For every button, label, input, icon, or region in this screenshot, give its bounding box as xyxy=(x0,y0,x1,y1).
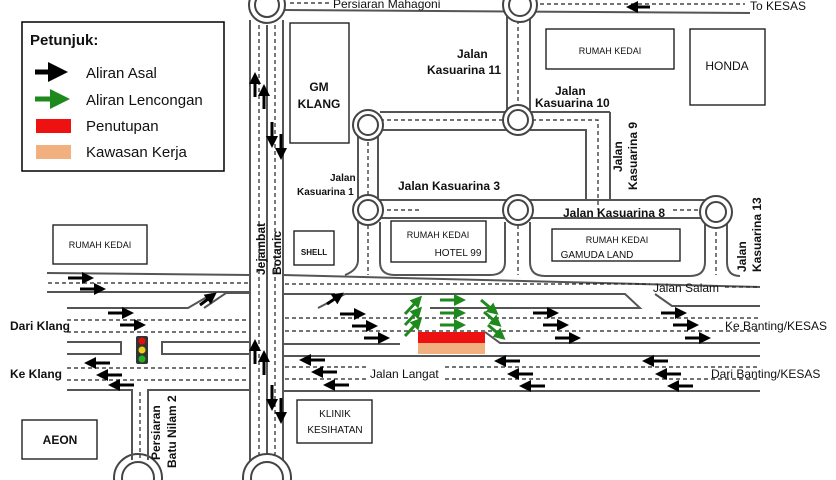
building-klinik-kesihatan xyxy=(296,399,373,444)
original-flow-arrows xyxy=(68,272,711,392)
legend-label: Penutupan xyxy=(86,118,159,135)
diversion-flow-arrows xyxy=(403,294,506,340)
road-label: Jalan xyxy=(555,84,586,98)
road-label: Botanic xyxy=(270,231,284,275)
road-kasuarina-network: Jalan Kasuarina 11 Jalan Kasuarina 10 Ja… xyxy=(297,12,764,277)
building-gamuda-land xyxy=(551,228,681,262)
building-label: AEON xyxy=(43,433,78,447)
building-label: RUMAH KEDAI xyxy=(579,46,642,56)
road-label: Kasuarina 1 xyxy=(297,187,354,198)
road-label: Kasuarina 10 xyxy=(535,96,610,110)
building-shell xyxy=(293,230,335,266)
building-label: RUMAH KEDAI xyxy=(586,235,649,245)
building-gm-klang xyxy=(289,22,350,144)
road-label: Jalan Kasuarina 3 xyxy=(398,179,500,193)
building-rumah-kedai-top xyxy=(545,28,675,70)
road-label: Persiaran xyxy=(149,405,163,460)
closure-swatch xyxy=(36,119,71,133)
road-label: Persiaran Mahagoni xyxy=(333,0,440,11)
road-label: Ke Klang xyxy=(10,367,62,381)
building-label: KLINIK xyxy=(319,409,351,420)
work-zone xyxy=(418,343,485,354)
road-persiaran-mahagoni: Persiaran Mahagoni To KESAS xyxy=(282,0,806,14)
road-label: Kasuarina 11 xyxy=(427,63,501,77)
legend: Petunjuk: Aliran Asal Aliran Lencongan P… xyxy=(21,21,225,172)
roundabouts xyxy=(113,0,733,480)
traffic-light-icon xyxy=(136,336,148,364)
building-label: RUMAH KEDAI xyxy=(407,230,470,240)
road-label: Jalan Langat xyxy=(370,367,439,381)
road-jejambat-botanic: Jejambat Botanic xyxy=(249,20,287,465)
legend-label: Aliran Lencongan xyxy=(86,92,203,109)
building-label: KESIHATAN xyxy=(307,425,362,436)
building-rumah-kedai-left xyxy=(52,224,148,265)
building-label: HOTEL 99 xyxy=(435,248,482,259)
road-label: Dari Banting/KESAS xyxy=(711,367,820,381)
legend-title: Petunjuk: xyxy=(30,32,98,49)
road-label: Jalan xyxy=(457,47,488,61)
building-label: SHELL xyxy=(301,248,327,257)
building-label: RUMAH KEDAI xyxy=(69,240,132,250)
road-label: Jalan xyxy=(611,141,625,172)
legend-label: Kawasan Kerja xyxy=(86,144,188,161)
building-label: GAMUDA LAND xyxy=(561,250,634,261)
road-label: Jalan Kasuarina 8 xyxy=(563,206,665,220)
road-label: Jejambat xyxy=(254,223,268,275)
building-label: KLANG xyxy=(298,97,341,111)
buildings: GM KLANG RUMAH KEDAI HONDA RUMAH KEDAI S… xyxy=(21,22,766,460)
building-label: GM xyxy=(309,80,328,94)
road-label: Jalan Salam xyxy=(653,281,719,295)
road-label: Batu Nilam 2 xyxy=(165,395,179,468)
building-aeon xyxy=(21,419,98,460)
legend-label: Aliran Asal xyxy=(86,65,157,82)
building-label: HONDA xyxy=(705,59,748,73)
road-label: To KESAS xyxy=(750,0,806,13)
road-label: Jalan xyxy=(330,173,356,184)
building-hotel-99 xyxy=(390,220,487,263)
road-jalan-langat: Dari Klang Ke Klang Jalan Langat Jalan S… xyxy=(10,272,827,468)
road-label: Dari Klang xyxy=(10,319,70,333)
road-label: Jalan xyxy=(735,241,749,272)
road-label: Kasuarina 9 xyxy=(626,122,640,190)
work-zone-swatch xyxy=(36,145,71,159)
road-label: Ke Banting/KESAS xyxy=(725,319,827,333)
building-honda xyxy=(689,28,766,106)
road-label: Kasuarina 13 xyxy=(750,197,764,272)
road-closure xyxy=(418,332,485,343)
